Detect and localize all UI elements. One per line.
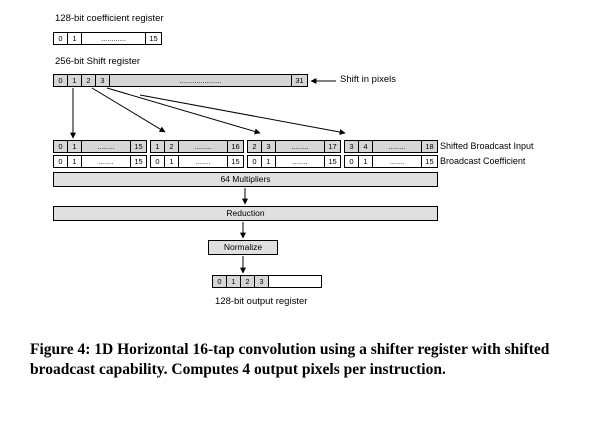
arrow-shift-to-group2	[106, 87, 261, 135]
multipliers-block: 64 Multipliers	[53, 172, 438, 187]
coeff-reg-cell-ellipsis: ............	[81, 32, 146, 45]
group2-coeff-cell: 15	[324, 155, 341, 168]
group1-coeff-cell: .......	[178, 155, 228, 168]
group3-coeff-cell: .......	[372, 155, 422, 168]
group3-shifted-cell: 18	[421, 140, 438, 153]
arrow-shift-to-group3	[139, 94, 346, 135]
reduction-block: Reduction	[53, 206, 438, 221]
group3-shifted-cell: 3	[344, 140, 359, 153]
group1-coeff-cell: 15	[227, 155, 244, 168]
shift-register-title: 256-bit Shift register	[55, 56, 141, 67]
shifted-broadcast-input-label: Shifted Broadcast Input	[440, 141, 534, 151]
figure-caption: Figure 4: 1D Horizontal 16-tap convoluti…	[30, 341, 550, 378]
group1-shifted-cell: 16	[227, 140, 244, 153]
normalize-block: Normalize	[208, 240, 278, 255]
coeff-reg-cell-15: 15	[145, 32, 162, 45]
group0-shifted-cell: 15	[130, 140, 147, 153]
group2-coeff-cell: .......	[275, 155, 325, 168]
shift-in-pixels-label: Shift in pixels	[340, 74, 396, 85]
group2-shifted-cell: 17	[324, 140, 341, 153]
broadcast-coefficient-label: Broadcast Coefficient	[440, 156, 526, 166]
coefficient-register-title: 128-bit coefficient register	[55, 13, 164, 24]
coeff-reg-cell-1: 1	[67, 32, 82, 45]
group0-coeff-cell: 15	[130, 155, 147, 168]
group3-coeff-cell: 15	[421, 155, 438, 168]
arrow-shift-to-group1	[91, 87, 166, 133]
output-reg-cell-empty	[268, 275, 322, 288]
shift-reg-cell-31: 31	[291, 74, 308, 87]
shift-reg-cell-ellipsis: ....................	[109, 74, 292, 87]
output-reg-cell-1: 1	[226, 275, 241, 288]
output-register-title: 128-bit output register	[215, 296, 308, 307]
group0-coeff-cell: 1	[67, 155, 82, 168]
